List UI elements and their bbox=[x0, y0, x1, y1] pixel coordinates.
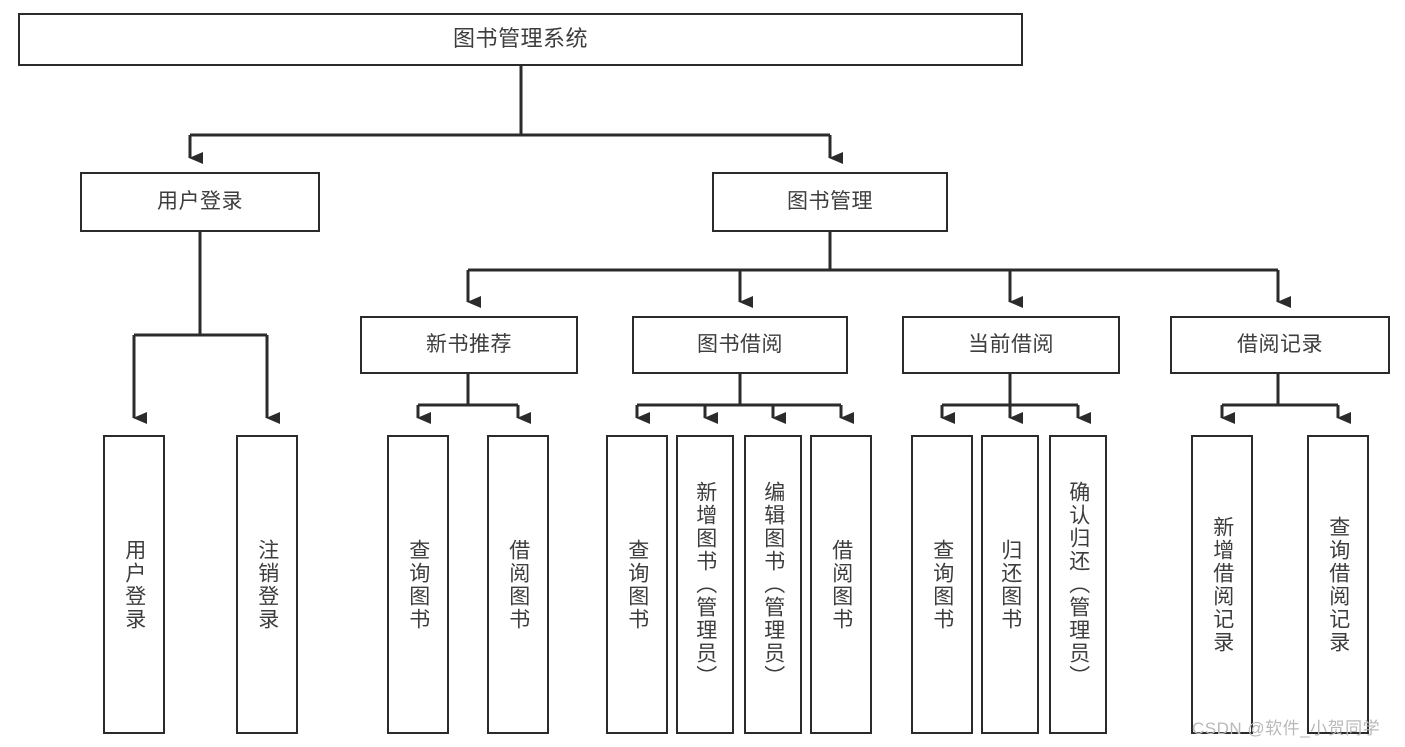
node-label: 图书管理 bbox=[787, 190, 873, 214]
node-label: 查询借阅记录 bbox=[1326, 515, 1350, 654]
node-book-management[interactable]: 图书管理 bbox=[712, 172, 948, 232]
node-label: 新增借阅记录 bbox=[1210, 515, 1234, 654]
node-new-book-recommend[interactable]: 新书推荐 bbox=[360, 316, 578, 374]
node-label: 当前借阅 bbox=[968, 333, 1054, 357]
leaf-edit-book-admin[interactable]: 编辑图书（管理员） bbox=[744, 435, 802, 734]
leaf-query-book-borrow[interactable]: 查询图书 bbox=[606, 435, 668, 734]
node-label: 查询图书 bbox=[406, 538, 430, 631]
node-current-borrow[interactable]: 当前借阅 bbox=[902, 316, 1120, 374]
leaf-query-borrow-record[interactable]: 查询借阅记录 bbox=[1307, 435, 1369, 734]
node-label: 新书推荐 bbox=[426, 333, 512, 357]
leaf-confirm-return-admin[interactable]: 确认归还（管理员） bbox=[1049, 435, 1107, 734]
node-user-login[interactable]: 用户登录 bbox=[80, 172, 320, 232]
node-label: 图书管理系统 bbox=[452, 26, 588, 52]
node-label: 查询图书 bbox=[625, 538, 649, 631]
node-book-borrow[interactable]: 图书借阅 bbox=[632, 316, 848, 374]
leaf-user-login[interactable]: 用户登录 bbox=[103, 435, 165, 734]
node-label: 图书借阅 bbox=[697, 333, 783, 357]
node-label: 注销登录 bbox=[255, 538, 279, 631]
node-label: 新增图书（管理员） bbox=[693, 481, 717, 688]
node-label: 确认归还（管理员） bbox=[1066, 481, 1090, 688]
node-label: 归还图书 bbox=[998, 538, 1022, 631]
node-label: 用户登录 bbox=[122, 538, 146, 631]
node-label: 借阅图书 bbox=[829, 538, 853, 631]
leaf-borrow-book[interactable]: 借阅图书 bbox=[810, 435, 872, 734]
leaf-query-book-new[interactable]: 查询图书 bbox=[387, 435, 449, 734]
leaf-query-book-current[interactable]: 查询图书 bbox=[911, 435, 973, 734]
node-root-system[interactable]: 图书管理系统 bbox=[18, 13, 1023, 66]
leaf-add-book-admin[interactable]: 新增图书（管理员） bbox=[676, 435, 734, 734]
node-label: 借阅图书 bbox=[506, 538, 530, 631]
leaf-user-logout[interactable]: 注销登录 bbox=[236, 435, 298, 734]
node-label: 借阅记录 bbox=[1237, 333, 1323, 357]
node-label: 查询图书 bbox=[930, 538, 954, 631]
watermark-text: CSDN @软件_小贺同学 bbox=[1192, 719, 1381, 738]
node-label: 编辑图书（管理员） bbox=[761, 481, 785, 688]
leaf-return-book[interactable]: 归还图书 bbox=[981, 435, 1039, 734]
leaf-add-borrow-record[interactable]: 新增借阅记录 bbox=[1191, 435, 1253, 734]
node-label: 用户登录 bbox=[157, 190, 243, 214]
node-borrow-record[interactable]: 借阅记录 bbox=[1170, 316, 1390, 374]
leaf-borrow-book-new[interactable]: 借阅图书 bbox=[487, 435, 549, 734]
